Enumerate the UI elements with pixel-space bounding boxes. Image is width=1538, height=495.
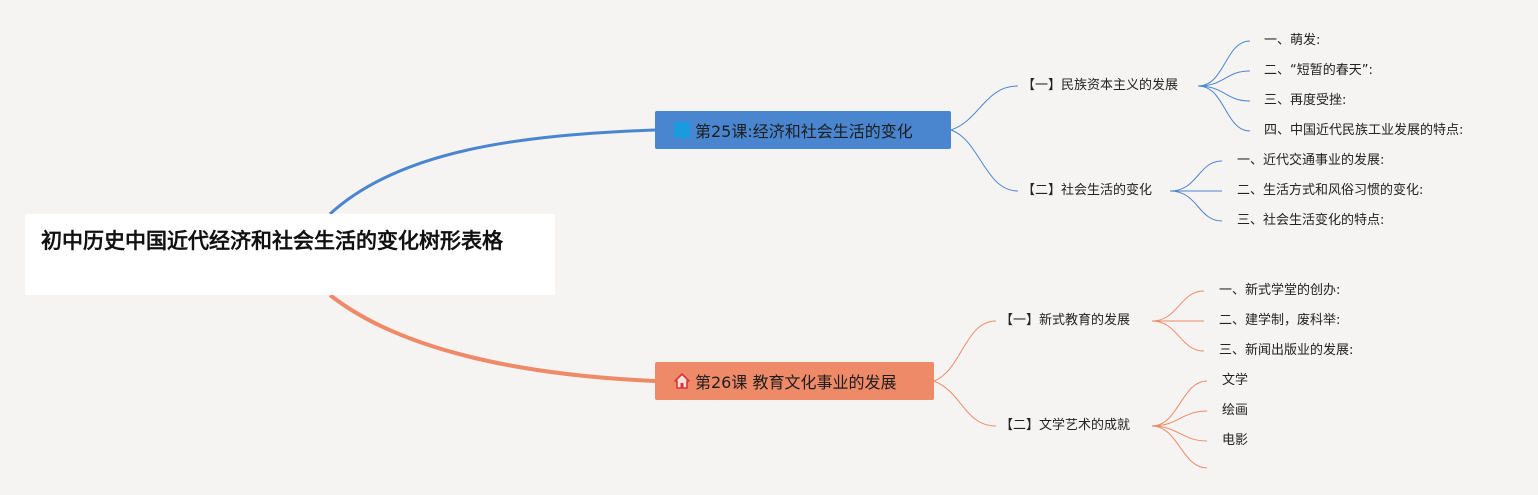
branch-line-25-sub1 bbox=[950, 85, 1019, 131]
leaf-item[interactable]: 二、生活方式和风俗习惯的变化: bbox=[1237, 183, 1424, 198]
branch-line-26-sub1 bbox=[933, 320, 997, 382]
leaf-item[interactable]: 电影 bbox=[1222, 433, 1249, 448]
topic-label: 第25课:经济和社会生活的变化 bbox=[695, 122, 913, 141]
leaf-item[interactable]: 文学 bbox=[1222, 373, 1249, 388]
branch-line-26-sub2 bbox=[933, 380, 997, 427]
topic-label: 第26课 教育文化事业的发展 bbox=[695, 373, 897, 392]
subtopic-literature-art[interactable]: 【二】文学艺术的成就 bbox=[1000, 418, 1131, 433]
house-icon bbox=[673, 372, 691, 390]
leaf-item[interactable]: 一、新式学堂的创办: bbox=[1219, 283, 1341, 298]
leaf-item[interactable]: 绘画 bbox=[1222, 403, 1249, 418]
branch-line-25-sub2 bbox=[950, 129, 1019, 192]
leaf-item[interactable]: 二、建学制，废科举: bbox=[1219, 313, 1341, 328]
topic-lesson-26[interactable]: 第26课 教育文化事业的发展 bbox=[655, 362, 934, 400]
leaf-item[interactable]: 三、再度受挫: bbox=[1264, 93, 1347, 108]
subtopic-new-education[interactable]: 【一】新式教育的发展 bbox=[1000, 313, 1131, 328]
root-title: 初中历史中国近代经济和社会生活的变化树形表格 bbox=[41, 229, 503, 253]
leaf-item[interactable]: 一、近代交通事业的发展: bbox=[1237, 153, 1385, 168]
branch-line-topic-25 bbox=[328, 128, 656, 216]
blue-square-icon bbox=[673, 121, 691, 139]
topic-lesson-25[interactable]: 第25课:经济和社会生活的变化 bbox=[655, 111, 951, 149]
leaf-item[interactable]: 二、“短暂的春天”: bbox=[1264, 63, 1373, 78]
leaf-item[interactable]: 一、萌发: bbox=[1264, 33, 1321, 48]
root-topic[interactable]: 初中历史中国近代经济和社会生活的变化树形表格 bbox=[25, 214, 555, 295]
branch-line-topic-26 bbox=[328, 293, 656, 383]
subtopic-social-life[interactable]: 【二】社会生活的变化 bbox=[1022, 183, 1153, 198]
leaf-item[interactable]: 三、社会生活变化的特点: bbox=[1237, 213, 1385, 228]
subtopic-national-capitalism[interactable]: 【一】民族资本主义的发展 bbox=[1022, 78, 1179, 93]
leaf-item[interactable]: 三、新闻出版业的发展: bbox=[1219, 343, 1354, 358]
leaf-item[interactable]: 四、中国近代民族工业发展的特点: bbox=[1264, 123, 1464, 138]
